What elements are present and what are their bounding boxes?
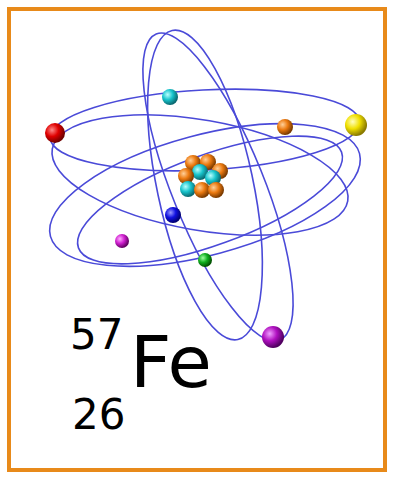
atomic-number: 26 bbox=[72, 394, 125, 436]
mass-number: 57 bbox=[70, 314, 123, 356]
element-symbol: Fe bbox=[130, 326, 212, 398]
nucleus bbox=[178, 154, 228, 198]
frame-border bbox=[9, 9, 385, 470]
electron-orbits bbox=[35, 17, 375, 357]
electrons bbox=[45, 89, 367, 348]
